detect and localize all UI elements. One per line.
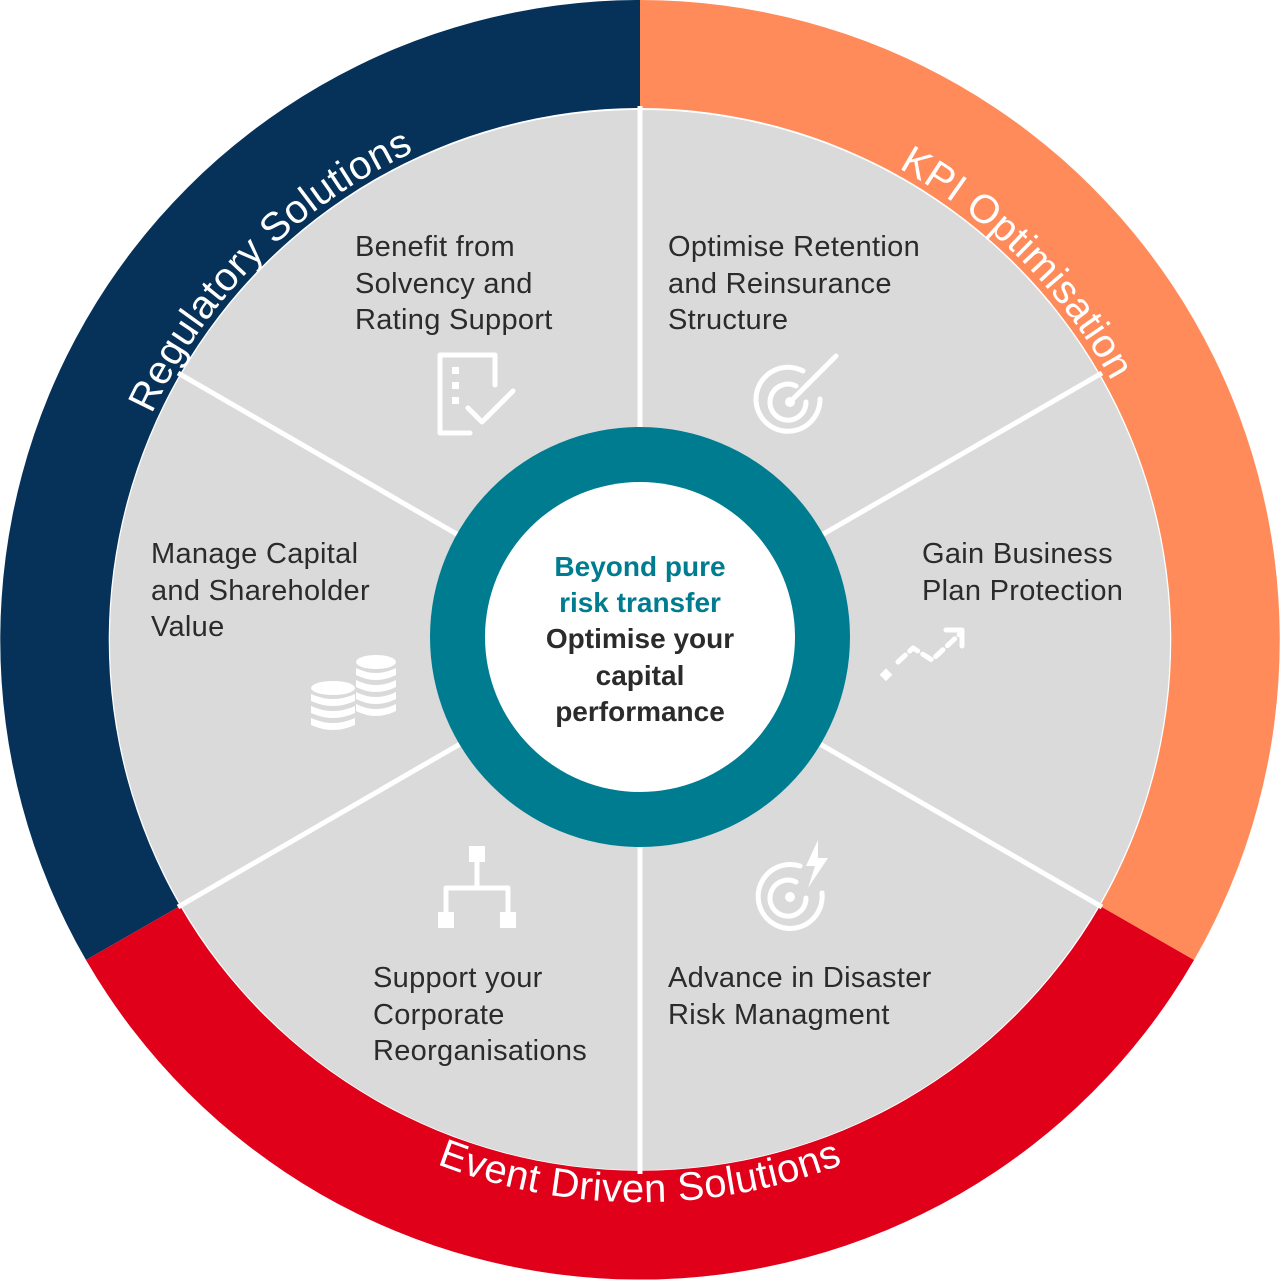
kpi-ring [640,0,1280,960]
event-ring [86,906,1194,1280]
org-chart-icon [438,846,516,928]
segment-label: Optimise Retention and Reinsurance Struc… [668,231,928,336]
segment-corporate-reorganisations: Support your Corporate Reorganisations [373,846,587,1067]
checklist-icon [437,352,516,436]
segment-label: Manage Capital and Shareholder Value [151,538,378,643]
segment-solvency-rating: Benefit from Solvency and Rating Support [355,231,553,436]
segment-label: Benefit from Solvency and Rating Support [355,231,553,336]
segment-label: Gain Business Plan Protection [922,538,1123,607]
segment-capital-shareholder: Manage Capital and Shareholder Value [151,538,396,730]
center-line-2: risk transfer [559,587,721,618]
segment-retention-reinsurance: Optimise Retention and Reinsurance Struc… [668,231,928,434]
center-line-3: Optimise your [546,623,734,654]
target-icon [753,353,839,434]
center-line-4: capital [596,660,685,691]
center-text: Beyond pure risk transfer Optimise your … [546,551,734,727]
center-disk [485,482,795,792]
regulatory-ring [0,0,641,960]
coins-icon [311,655,396,730]
target-lightning-icon [755,840,828,931]
segment-label: Support your Corporate Reorganisations [373,962,587,1067]
center-line-1: Beyond pure [554,551,725,582]
growth-arrow-icon [879,627,965,682]
segment-label: Advance in Disaster Risk Managment [668,962,940,1031]
segment-disaster-risk: Advance in Disaster Risk Managment [668,840,940,1031]
center-line-5: performance [555,696,725,727]
segment-business-plan-protection: Gain Business Plan Protection [879,538,1123,682]
